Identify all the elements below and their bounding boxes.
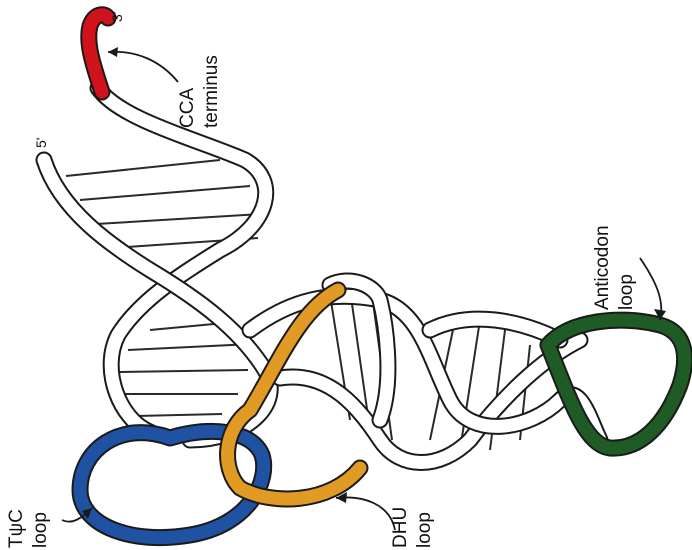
anticodon-label-line1: Anticodon (592, 225, 613, 310)
three-prime-label: 3' (109, 12, 125, 22)
cca-terminus-label: CCA terminus (177, 55, 222, 128)
anticodon-loop (548, 320, 685, 448)
anticodon-loop-label: Anticodon loop (592, 225, 637, 310)
cca-arrowhead (108, 47, 118, 57)
dhu-label-line2: loop (414, 512, 435, 548)
tpsic-loop-label: TψC loop (6, 509, 51, 548)
dhu-label-line1: DHU (390, 507, 411, 548)
rna-backbone (44, 88, 600, 463)
five-prime-label: 5' (33, 138, 49, 148)
cca-label-line1: CCA (177, 88, 198, 128)
cca-label-line2: terminus (201, 55, 222, 128)
cca-arrow (108, 52, 178, 82)
cca-terminus (89, 15, 108, 92)
dhu-loop-label: DHU loop (390, 507, 435, 548)
anticodon-label-line2: loop (616, 274, 637, 310)
tpsic-label-line2: loop (30, 512, 51, 548)
tpsic-label-line1: TψC (6, 509, 27, 548)
